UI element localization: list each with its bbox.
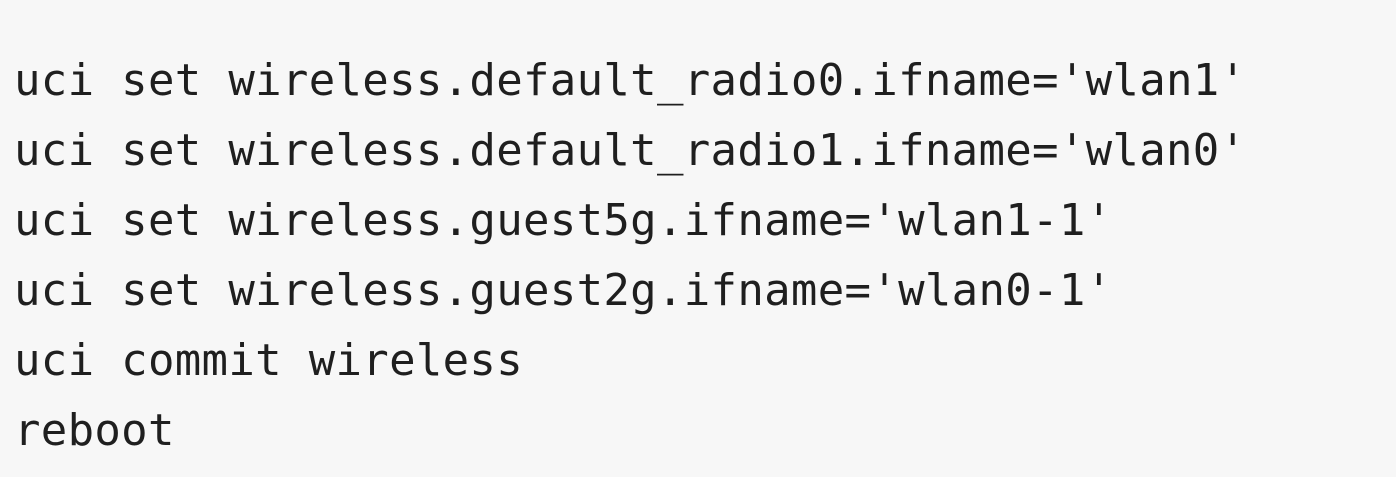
code-line: uci set wireless.default_radio0.ifname='…	[14, 55, 1247, 106]
code-line: uci commit wireless	[14, 335, 524, 386]
code-line: uci set wireless.guest2g.ifname='wlan0-1…	[14, 265, 1113, 316]
code-line: reboot	[14, 405, 175, 456]
code-line: uci set wireless.default_radio1.ifname='…	[14, 125, 1247, 176]
code-line: uci set wireless.guest5g.ifname='wlan1-1…	[14, 195, 1113, 246]
